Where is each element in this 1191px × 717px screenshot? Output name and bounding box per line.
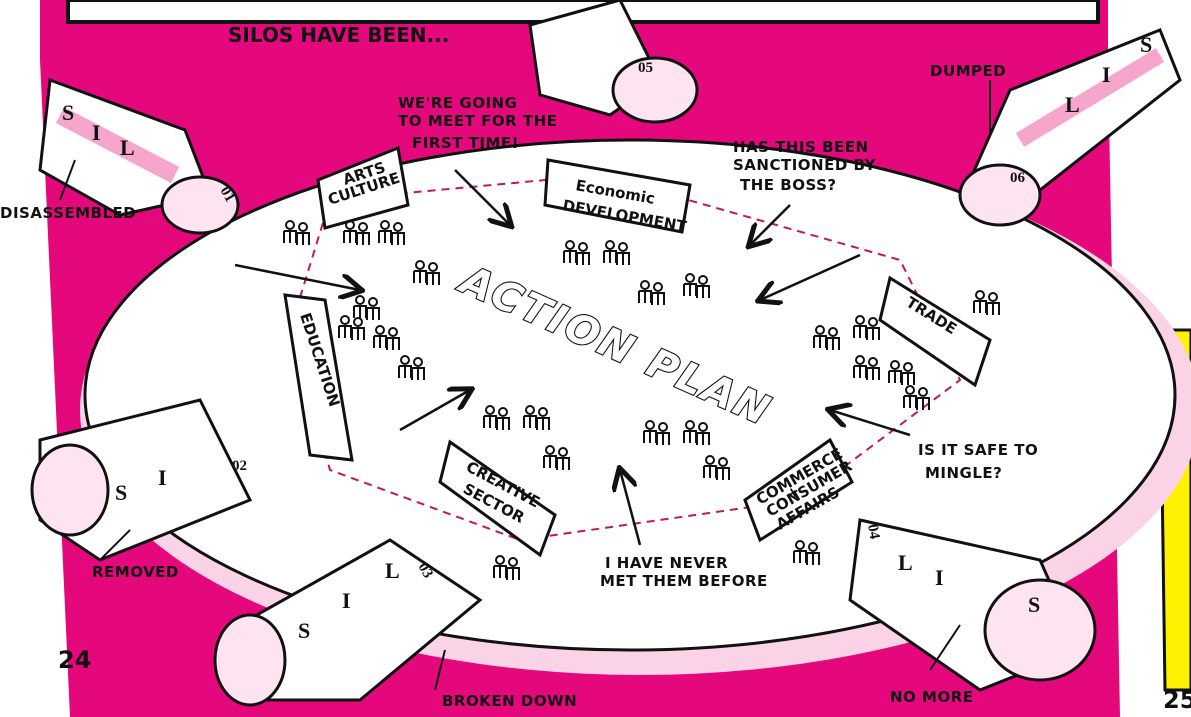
svg-text:MET THEM BEFORE: MET THEM BEFORE — [600, 572, 768, 590]
arrows — [234, 169, 911, 546]
silo-letter-i: I — [158, 465, 167, 490]
svg-text:SANCTIONED BY: SANCTIONED BY — [733, 156, 877, 174]
silo-letter-s: S — [1140, 32, 1152, 57]
silo-letter-s: S — [115, 480, 127, 505]
svg-text:MINGLE?: MINGLE? — [925, 464, 1002, 482]
silo-letter-i: I — [92, 120, 101, 145]
label-dumped: DUMPED — [930, 62, 1006, 80]
silo-letter-i: I — [342, 588, 351, 613]
svg-text:I HAVE NEVER: I HAVE NEVER — [605, 554, 728, 572]
silo-letter-s: S — [62, 100, 74, 125]
svg-text:WE'RE GOING: WE'RE GOING — [398, 94, 517, 112]
page-number-left: 24 — [58, 646, 91, 674]
quote-sanctioned: HAS THIS BEEN SANCTIONED BY THE BOSS? — [733, 138, 877, 194]
silo-03: S I L 03 — [213, 538, 483, 707]
quote-first-time: WE'RE GOING TO MEET FOR THE FIRST TIME! — [398, 94, 557, 152]
silo-number: 01 — [217, 184, 238, 205]
silo-letter-l: L — [1065, 92, 1080, 117]
silo-05: 05 — [528, 0, 699, 124]
silo-04: S I L 04 — [848, 518, 1097, 692]
quote-safe-to-mingle: IS IT SAFE TO MINGLE? — [918, 441, 1038, 482]
label-broken-down: BROKEN DOWN — [442, 692, 577, 710]
quote-never-met: I HAVE NEVER MET THEM BEFORE — [600, 554, 768, 590]
silo-letter-l: L — [120, 135, 135, 160]
silo-letter-l: L — [898, 550, 913, 575]
svg-text:FIRST TIME!: FIRST TIME! — [412, 134, 519, 152]
silo-letter-s: S — [1028, 592, 1040, 617]
silo-letter-i: I — [935, 565, 944, 590]
silo-number: 06 — [1010, 170, 1026, 186]
sign-arts-culture: ARTS CULTURE — [316, 145, 410, 230]
page-number-right: 25 — [1163, 686, 1191, 714]
silo-letter-l: L — [385, 558, 400, 583]
silo-01: S I L 01 — [38, 77, 240, 235]
silo-number: 04 — [864, 523, 882, 541]
silo-letter-s: S — [298, 618, 310, 643]
silo-02: S I 02 — [30, 398, 253, 562]
silo-number: 05 — [638, 60, 653, 76]
label-no-more: NO MORE — [890, 688, 974, 706]
header-text: SILOS HAVE BEEN... — [228, 23, 449, 47]
silo-letter-i: I — [1102, 62, 1111, 87]
svg-text:TO MEET FOR THE: TO MEET FOR THE — [398, 112, 557, 130]
svg-text:IS IT SAFE TO: IS IT SAFE TO — [918, 441, 1038, 459]
meeting-space — [83, 138, 1177, 652]
label-removed: REMOVED — [92, 563, 179, 581]
svg-text:THE BOSS?: THE BOSS? — [740, 176, 837, 194]
label-disassembled: DISASSEMBLED — [0, 204, 136, 222]
silo-06: S I L 06 — [958, 28, 1182, 227]
svg-text:HAS THIS BEEN: HAS THIS BEEN — [733, 138, 869, 156]
silo-number: 02 — [232, 458, 247, 474]
sign-creative-sector: CREATIVE SECTOR — [438, 439, 557, 558]
callouts — [59, 80, 991, 691]
silo-number: 03 — [415, 560, 436, 581]
